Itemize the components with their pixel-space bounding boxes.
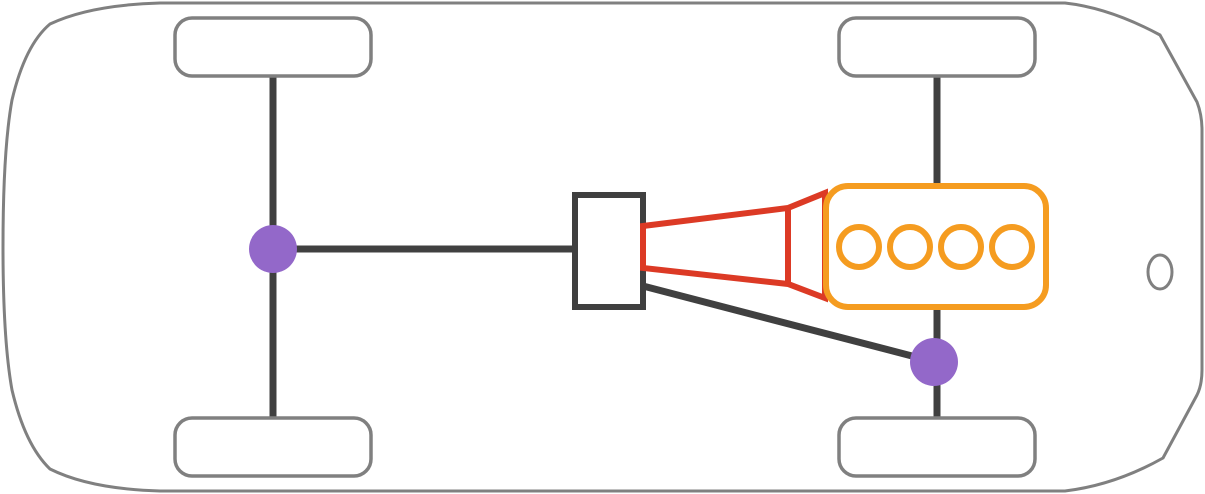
oval-icon [1146,253,1174,291]
engine-cylinders [836,224,1035,270]
rear-left-wheel [173,16,373,78]
front-right-wheel [837,416,1037,478]
rear-right-wheel [173,416,373,478]
ring-icon [938,224,984,270]
ring-icon [836,224,882,270]
front-drive-shaft [642,282,936,366]
front-differential [910,338,958,386]
engine-block [823,183,1049,310]
front-left-wheel [837,16,1037,78]
ring-icon [989,224,1035,270]
clutch-housing [640,188,828,303]
ring-icon [887,224,933,270]
rear-differential [249,225,297,273]
transmission [572,192,646,310]
